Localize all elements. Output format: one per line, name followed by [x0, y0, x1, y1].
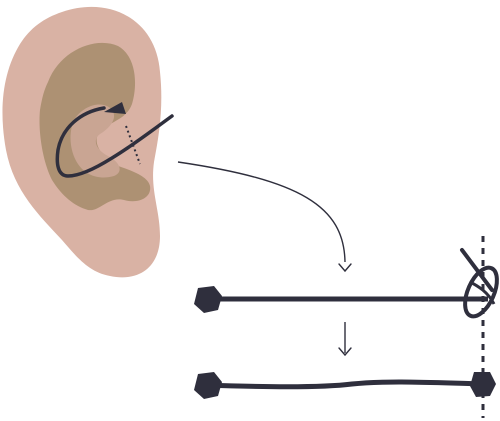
arrow-down-icon: [339, 264, 351, 271]
knot-icon: [459, 250, 500, 321]
wire-shortened: [194, 372, 496, 399]
wire-with-knot: [194, 250, 500, 321]
connector-line: [178, 162, 345, 262]
wire-end-cap-left: [194, 372, 222, 399]
wire-trimmed: [206, 382, 484, 387]
wire-end-cap-right: [470, 372, 496, 397]
wire-end-cap-left: [194, 286, 222, 313]
